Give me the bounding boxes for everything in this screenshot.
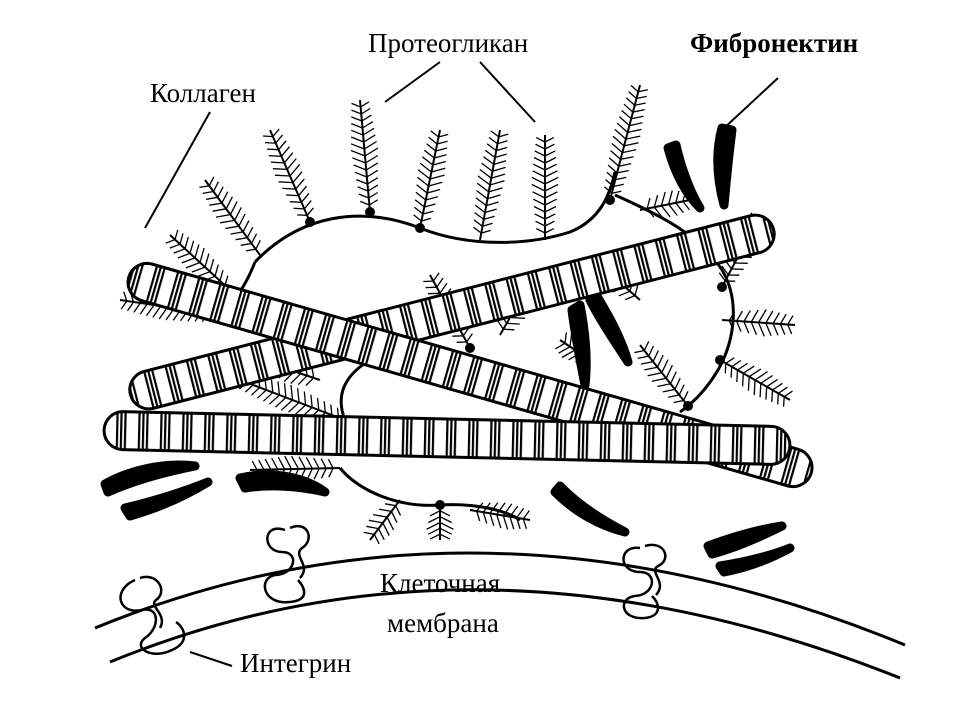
proteoglycan-branch bbox=[199, 176, 261, 256]
collagen-fiber-1 bbox=[128, 213, 776, 411]
proteoglycan-branch bbox=[634, 341, 689, 407]
cell-membrane-label-line2: мембрана bbox=[387, 608, 499, 638]
proteoglycan-branch bbox=[603, 84, 648, 201]
fibronectin-molecules bbox=[100, 123, 795, 577]
integrin-bottom-left bbox=[119, 575, 186, 655]
proteoglycan-branch bbox=[473, 129, 509, 241]
integrin-left bbox=[263, 524, 310, 604]
proteoglycan-branch bbox=[639, 190, 691, 218]
label-leaders bbox=[144, 61, 779, 667]
proteoglycan-branch bbox=[531, 135, 559, 240]
proteoglycan-branch bbox=[350, 99, 379, 213]
proteoglycan-branch bbox=[262, 128, 314, 223]
proteoglycan-branch bbox=[363, 499, 402, 545]
collagen-label: Коллаген bbox=[150, 78, 256, 108]
collagen-fiber-3 bbox=[102, 410, 792, 466]
proteoglycan-branch bbox=[165, 229, 231, 291]
cell-membrane bbox=[94, 551, 906, 680]
integrin-right bbox=[622, 543, 667, 620]
proteoglycan-branch bbox=[719, 357, 793, 407]
fibronectin-label: Фибронектин bbox=[690, 28, 858, 58]
proteoglycan-label: Протеогликан bbox=[368, 28, 528, 58]
integrin-label: Интегрин bbox=[240, 648, 351, 678]
cell-membrane-label-line1: Клеточная bbox=[380, 568, 500, 598]
proteoglycan-branch bbox=[413, 129, 449, 229]
proteoglycan-branch bbox=[426, 505, 454, 540]
